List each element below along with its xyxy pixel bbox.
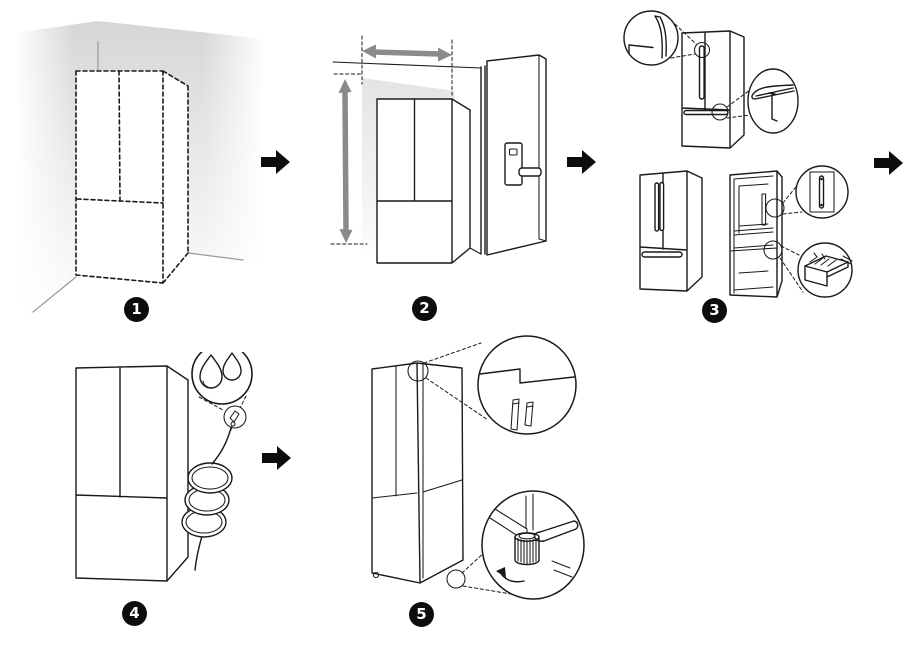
handle-top-marker-circle	[693, 41, 711, 59]
door-liner-callout-circle	[782, 165, 849, 219]
drawer-handle-marker-circle	[711, 103, 729, 121]
door-gap-strip-left	[510, 398, 520, 431]
step-5-illustration	[371, 335, 585, 600]
flow-arrow-4-icon	[262, 446, 291, 470]
bin-rail	[840, 255, 853, 265]
flow-arrow-2-icon	[567, 150, 596, 174]
step-5-badge: 5	[409, 602, 434, 627]
water-drops-callout-circle	[191, 352, 253, 411]
step-3-illustration	[623, 10, 853, 298]
floor-line-left	[32, 276, 77, 313]
freezer-drawer-handle	[641, 251, 683, 258]
water-supply-line-coil	[181, 427, 233, 571]
refrigerator	[75, 365, 189, 582]
open-cabinet-interior	[729, 170, 785, 298]
dashed-refrigerator-outline	[75, 70, 189, 284]
ice-cubes	[809, 252, 837, 267]
height-measure-arrow-icon	[338, 79, 353, 243]
step-1-badge: 1	[124, 297, 149, 322]
step-2-illustration	[330, 35, 547, 264]
front-foot	[372, 571, 380, 579]
door-liner-panel	[809, 171, 835, 213]
shelf	[733, 223, 774, 236]
floor-line-right	[187, 252, 244, 261]
flow-arrow-1-icon	[261, 150, 290, 174]
door-handle	[504, 142, 542, 186]
door-gap-strip-right	[524, 401, 534, 427]
mid-divider	[729, 244, 778, 252]
drawer-handle-end	[751, 84, 795, 100]
leveling-foot	[514, 529, 540, 566]
ice-bin-callout-circle	[779, 242, 853, 298]
step-4-illustration	[75, 352, 253, 582]
cabinet-corner-edges	[489, 493, 534, 541]
left-door-handle	[654, 182, 660, 232]
shelf-marker-circle	[765, 198, 785, 218]
door-top-marker-circle	[407, 360, 429, 382]
motion-lines	[551, 560, 573, 578]
vertical-door-handle	[698, 45, 705, 100]
bin-marker-circle	[763, 240, 783, 260]
refrigerator	[376, 98, 482, 264]
step-3-badge: 3	[702, 298, 727, 323]
wall-top-line	[332, 61, 482, 69]
flow-arrow-3-icon	[874, 151, 903, 175]
drawer-handle-callout-circle	[726, 68, 799, 134]
hex-wrench-icon	[628, 44, 654, 55]
water-valve-fitting	[229, 410, 240, 423]
refrigerator-with-handles-being-attached	[681, 30, 745, 149]
foot-marker-circle	[446, 569, 466, 589]
right-door-handle	[659, 181, 665, 232]
refrigerator	[371, 362, 464, 584]
rotation-arrow-icon	[496, 567, 525, 583]
door-frame	[480, 65, 486, 255]
leveling-foot-callout-circle	[461, 490, 585, 600]
step-4-badge: 4	[122, 601, 147, 626]
finished-refrigerator	[639, 170, 703, 292]
mounting-rail	[818, 175, 825, 209]
drawer-handle	[683, 109, 729, 116]
step-2-badge: 2	[412, 296, 437, 321]
open-door	[480, 54, 547, 256]
door-alignment-callout-circle	[423, 335, 577, 435]
height-guide-dashes	[330, 73, 368, 245]
hex-wrench-icon	[768, 92, 778, 122]
water-valve-marker-circle	[223, 405, 247, 431]
water-drops-icon	[199, 352, 242, 389]
width-guide-dashes	[361, 35, 453, 96]
handle-end	[654, 15, 667, 59]
width-measure-arrow-icon	[362, 44, 452, 62]
step-1-illustration	[15, 15, 265, 315]
wrench-icon	[533, 520, 579, 542]
door-top-edges	[479, 368, 575, 384]
handle-top-callout-circle	[623, 10, 697, 66]
